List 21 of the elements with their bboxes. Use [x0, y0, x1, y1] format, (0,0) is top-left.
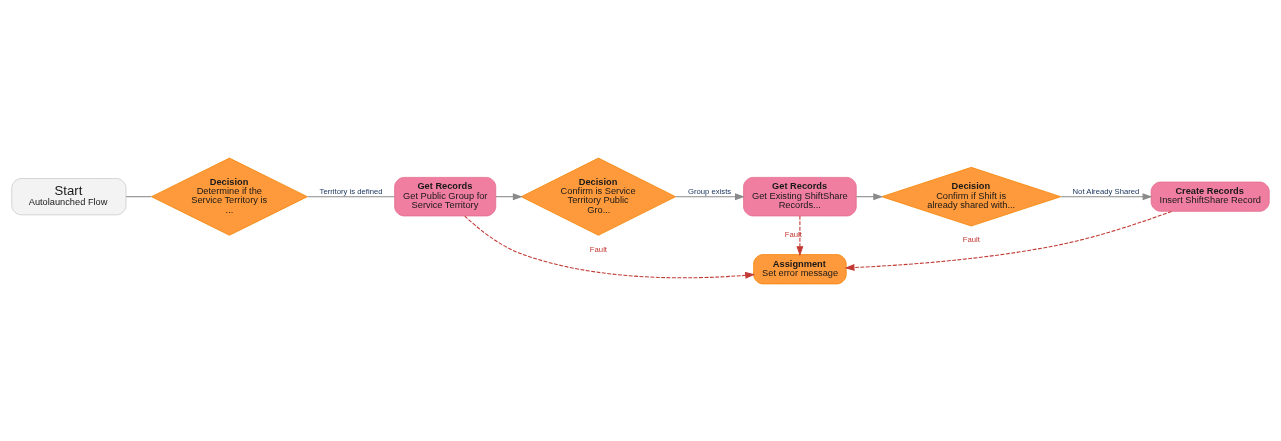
edge-label: Fault [784, 229, 802, 239]
node-box: Get Records Get Public Group for Service Territory [394, 176, 497, 216]
arrow [1060, 192, 1153, 200]
arrow [675, 192, 745, 200]
node-box: Start Autolaunched Flow [11, 177, 127, 215]
node-diamond: Decision Confirm is Service Territory Public Gro... [520, 157, 676, 236]
node-diamond: Decision Confirm if Shift is already shared with... [881, 166, 1062, 226]
edge-label: Group exists [687, 186, 732, 196]
connector [307, 195, 396, 197]
arrow [844, 210, 1173, 271]
node-diamond: Decision Determine if the Service Territory is ... [151, 157, 308, 236]
edge-label: Not Already Shared [1072, 186, 1140, 196]
edge-label: Fault [589, 243, 607, 253]
edge-label: Fault [962, 234, 980, 244]
node-box: Create Records Insert ShiftShare Record [1150, 181, 1270, 212]
arrow [464, 215, 756, 279]
node-box: Get Records Get Existing ShiftShare Records... [743, 176, 857, 216]
arrow [796, 215, 804, 256]
node-box: Assignment Set error message [753, 253, 847, 284]
connector [125, 195, 152, 197]
edge-label: Territory is defined [319, 186, 383, 196]
